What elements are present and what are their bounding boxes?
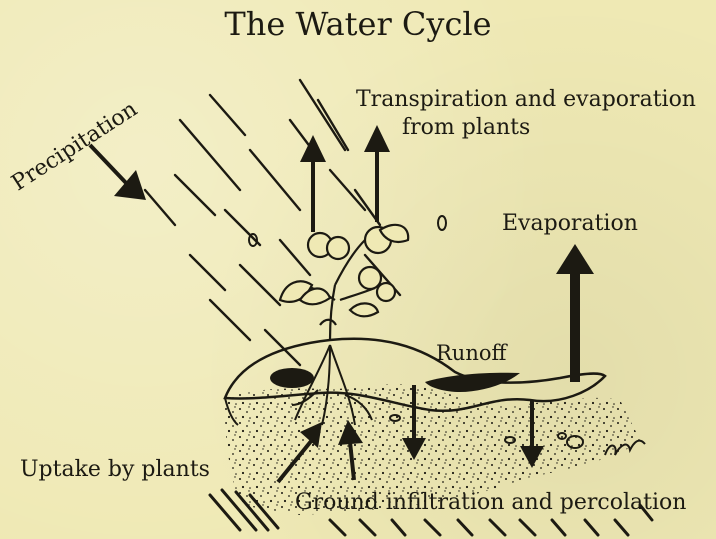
- rain-lines: [145, 80, 400, 365]
- transpiration-arrows: [300, 125, 390, 232]
- water-drop: [438, 216, 446, 230]
- infiltration-label: Ground infiltration and percolation: [295, 491, 686, 514]
- plant: [280, 225, 408, 340]
- evaporation-label: Evaporation: [502, 212, 638, 235]
- transpiration-label-line1: Transpiration and evaporation: [356, 88, 696, 111]
- transpiration-label-line2: from plants: [402, 116, 530, 139]
- uptake-label: Uptake by plants: [20, 458, 210, 481]
- rock: [270, 368, 314, 388]
- evaporation-arrow: [556, 244, 594, 382]
- diagram-title: The Water Cycle: [0, 8, 716, 42]
- precipitation-arrow: [90, 145, 146, 200]
- runoff-label: Runoff: [436, 342, 506, 364]
